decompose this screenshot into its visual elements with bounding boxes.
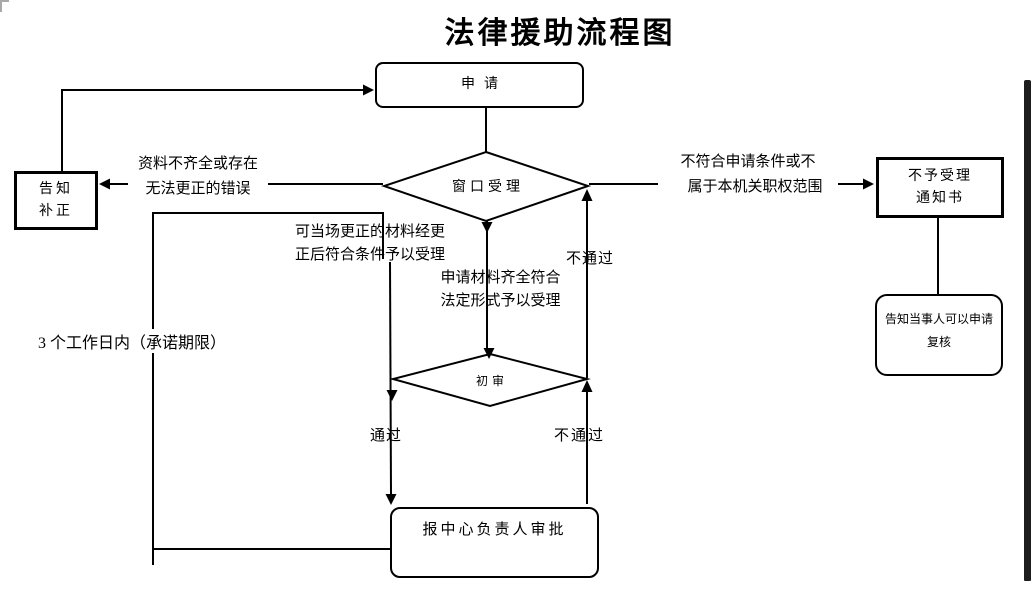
preliminary-review-label: 初审 (475, 373, 508, 388)
edge-label-not-qualified: 不符合申请条件或不 属于本机关职权范围 (658, 150, 838, 200)
edge-correction-to-apply (61, 89, 364, 171)
apply-box: 申请 (375, 62, 584, 108)
arrowhead-into-approval (385, 494, 397, 505)
arrowhead-below-window (481, 222, 493, 233)
rejection-notice-line2: 通知书 (916, 190, 964, 206)
arrowhead-into-rejection (863, 178, 874, 190)
arrowhead-into-preliminary-top (483, 348, 495, 359)
apply-label: 申请 (461, 77, 507, 92)
preliminary-review-diamond (389, 352, 591, 408)
rejection-notice-line1: 不予受理 (908, 168, 972, 184)
rejection-notice-box: 不予受理 通知书 (876, 157, 1004, 218)
arrowhead-up-into-preliminary (581, 380, 593, 392)
director-approval-label: 报中心负责人审批 (422, 522, 567, 538)
edge-label-complete: 申请材料齐全符合 法定形式予以受理 (440, 270, 561, 309)
arrowhead-into-apply (363, 84, 374, 96)
window-edge-bar (1024, 80, 1031, 581)
edge-label-fail-top: 不通过 (566, 251, 615, 267)
review-notice-line2: 复核 (926, 335, 951, 349)
notify-correction-box: 告知 补正 (14, 171, 98, 230)
edge-pass-line (389, 261, 392, 495)
edge-label-fail-bottom: 不通过 (554, 428, 606, 444)
page-corner-mark (0, 0, 9, 12)
window-accept-diamond (380, 150, 592, 223)
edge-label-deadline: 3 个工作日内（承诺期限） (36, 329, 229, 353)
window-accept-label: 窗口受理 (452, 180, 524, 195)
director-approval-box: 报中心负责人审批 (390, 507, 599, 578)
arrowhead-up-into-window (581, 189, 593, 201)
edge-approval-loop (152, 212, 390, 550)
notify-correction-line1: 告知 (39, 181, 73, 197)
arrowhead-below-preliminary (386, 390, 398, 401)
edge-label-pass: 通过 (370, 428, 403, 444)
notify-correction-line2: 补正 (39, 203, 73, 219)
edge-label-correctable: 可当场更正的材料经更 正后符合条件予以受理 (294, 224, 445, 263)
page-title: 法律援助流程图 (444, 17, 676, 50)
edge-label-incomplete: 资料不齐全或存在 无法更正的错误 (128, 152, 268, 202)
review-notice-box: 告知当事人可以申请 复核 (875, 294, 1003, 376)
review-notice-line1: 告知当事人可以申请 (884, 312, 993, 326)
arrowhead-into-correction (99, 178, 110, 190)
